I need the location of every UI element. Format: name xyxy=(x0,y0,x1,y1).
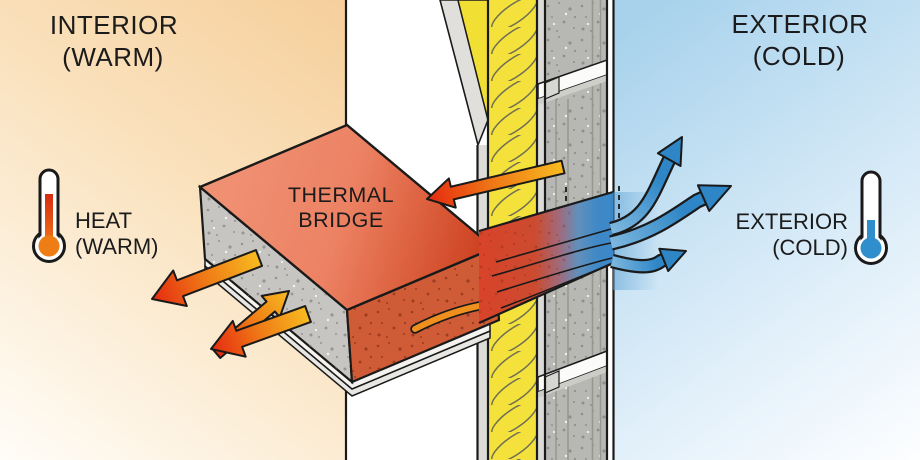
heat-swoosh xyxy=(412,302,487,332)
cold-arrow-mid xyxy=(609,184,732,251)
heat-label-line2: (WARM) xyxy=(75,234,159,259)
diagram-labels: INTERIOR (WARM) EXTERIOR (COLD) HEAT (WA… xyxy=(50,9,869,260)
thermal-bridge-label-line2: BRIDGE xyxy=(298,208,383,232)
interior-title-line1: INTERIOR xyxy=(50,10,178,40)
heat-flow-line xyxy=(495,228,612,263)
hidden-edge-dashes xyxy=(565,186,620,229)
exterior-title-line2: (COLD) xyxy=(753,41,846,71)
exterior-cold-label-line1: EXTERIOR xyxy=(736,209,848,234)
heat-flow-lines xyxy=(491,228,614,309)
panel-joint-upper xyxy=(537,58,608,105)
exterior-title-line1: EXTERIOR xyxy=(732,9,869,39)
slab-front-face xyxy=(345,246,501,384)
interior-title-line2: (WARM) xyxy=(62,42,164,72)
heat-flow-line xyxy=(491,242,612,277)
heat-flow-line xyxy=(496,257,613,293)
thermal-bridge-label-line1: THERMAL xyxy=(288,183,394,207)
heat-arrows xyxy=(151,159,566,359)
cold-arrow-low xyxy=(610,247,687,274)
thermometer-cold-icon xyxy=(854,170,888,265)
thermal-bridge-slab: THERMAL BRIDGE xyxy=(197,123,501,397)
thermometer-hot-icon xyxy=(32,168,66,263)
heat-arrow-upper xyxy=(151,249,264,308)
heat-label-line1: HEAT xyxy=(75,208,132,233)
heat-arrow-lower xyxy=(210,305,312,358)
cold-arrow-up xyxy=(609,136,683,237)
cold-arrows xyxy=(609,136,732,274)
heat-arrow-into-wall xyxy=(426,159,566,209)
exterior-cold-label-line2: (COLD) xyxy=(772,235,848,260)
heat-flow-line xyxy=(500,263,614,309)
